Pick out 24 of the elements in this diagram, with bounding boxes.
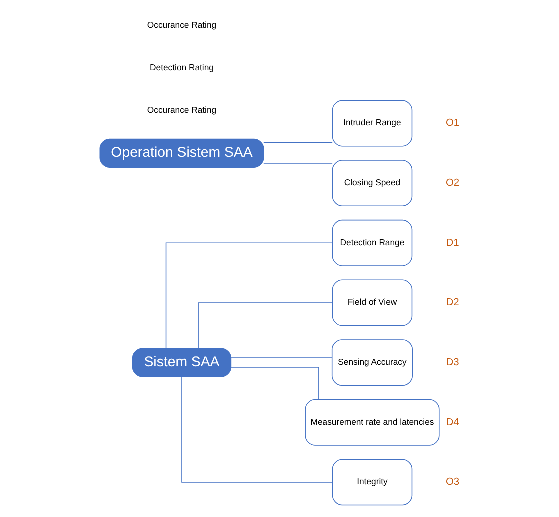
node-box: Sistem SAA	[132, 348, 232, 378]
label: Occurance Rating	[146, 20, 216, 30]
node-box: Closing Speed	[332, 160, 412, 207]
node-label: D4	[446, 417, 459, 428]
node-label: D2	[446, 298, 459, 309]
node-box: Integrity	[332, 459, 412, 506]
node-box: Measurement rate and latencies	[304, 399, 440, 446]
node-label: D3	[446, 357, 459, 368]
connector	[263, 142, 332, 144]
label: Detection Rating	[150, 62, 214, 73]
connector	[230, 367, 319, 400]
connector	[165, 242, 333, 349]
node-box: Detection Range	[332, 220, 412, 266]
node-label: O3	[445, 477, 460, 488]
connector	[198, 302, 332, 349]
node-label: O1	[445, 118, 460, 130]
label: Occurance Rating	[146, 105, 216, 116]
node-box: Sensing Accuracy	[331, 340, 413, 386]
node-box: Intruder Range	[332, 100, 412, 147]
node-label: D1	[446, 238, 459, 249]
connector	[181, 376, 332, 483]
node-label: O2	[445, 178, 460, 190]
node-box: Operation Sistem SAA	[99, 138, 264, 168]
node-box: Field of View	[332, 280, 412, 326]
